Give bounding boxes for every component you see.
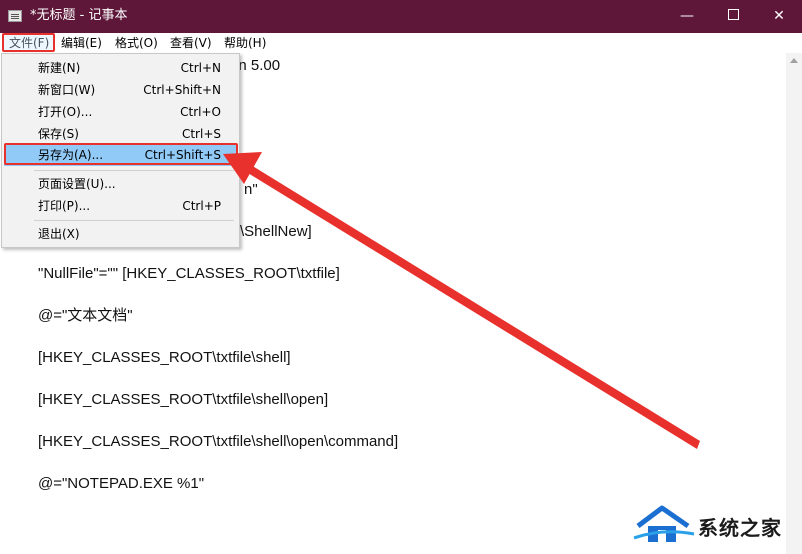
menu-item-label: 退出(X) xyxy=(38,227,80,241)
menu-item-label: 页面设置(U)... xyxy=(38,177,116,191)
save-as-highlight-box xyxy=(4,143,238,165)
editor-fragment: \ShellNew] xyxy=(240,223,312,240)
menu-item-label: 另存为(A)... xyxy=(38,148,104,162)
editor-fragment: on 5.00 xyxy=(230,57,281,74)
house-logo-icon xyxy=(633,505,695,542)
menu-item-shortcut: Ctrl+N xyxy=(180,61,221,75)
editor-line: [HKEY_CLASSES_ROOT\txtfile\shell] xyxy=(38,349,291,366)
editor-fragment: n" xyxy=(244,181,258,198)
editor-line: [HKEY_CLASSES_ROOT\txtfile\shell\open\co… xyxy=(38,433,399,450)
editor-line: @="文本文档" xyxy=(38,307,133,324)
menu-item-exit[interactable]: 退出(X) xyxy=(4,223,237,245)
window-title: *无标题 - 记事本 xyxy=(30,8,128,23)
maximize-icon xyxy=(727,9,739,20)
menu-item-label: 保存(S) xyxy=(38,127,79,141)
menu-edit[interactable]: 编辑(E) xyxy=(61,36,102,50)
menu-item-print[interactable]: 打印(P)... Ctrl+P xyxy=(4,195,237,217)
vertical-scrollbar[interactable] xyxy=(786,53,802,554)
menu-item-shortcut: Ctrl+P xyxy=(182,199,221,213)
maximize-button[interactable] xyxy=(710,0,756,33)
watermark-text: 系统之家 xyxy=(698,516,782,540)
menu-item-label: 新窗口(W) xyxy=(38,83,96,97)
title-bar: *无标题 - 记事本 — ✕ xyxy=(0,0,802,33)
file-dropdown-menu: 新建(N) Ctrl+N 新窗口(W) Ctrl+Shift+N 打开(O)..… xyxy=(1,53,240,248)
menu-view[interactable]: 查看(V) xyxy=(170,36,212,50)
menu-item-label: 打印(P)... xyxy=(38,199,91,213)
menu-item-page-setup[interactable]: 页面设置(U)... xyxy=(4,173,237,195)
editor-line: @="NOTEPAD.EXE %1" xyxy=(38,475,205,492)
notepad-app-icon xyxy=(8,10,22,22)
menu-item-new-window[interactable]: 新窗口(W) Ctrl+Shift+N xyxy=(4,79,237,101)
menu-item-save-as[interactable]: 另存为(A)... Ctrl+Shift+S xyxy=(4,144,237,166)
menu-bar: 文件(F) 编辑(E) 格式(O) 查看(V) 帮助(H) xyxy=(0,33,802,53)
menu-separator xyxy=(34,170,234,171)
menu-item-open[interactable]: 打开(O)... Ctrl+O xyxy=(4,101,237,123)
menu-format[interactable]: 格式(O) xyxy=(115,36,158,50)
menu-item-shortcut: Ctrl+O xyxy=(180,105,221,119)
menu-item-shortcut: Ctrl+Shift+N xyxy=(143,83,221,97)
menu-item-label: 新建(N) xyxy=(38,61,81,75)
site-watermark: 系统之家 xyxy=(632,500,802,554)
scroll-up-arrow-icon[interactable] xyxy=(790,58,798,63)
editor-line: "NullFile"="" [HKEY_CLASSES_ROOT\txtfile… xyxy=(38,265,340,282)
close-button[interactable]: ✕ xyxy=(773,8,785,24)
editor-line: [HKEY_CLASSES_ROOT\txtfile\shell\open] xyxy=(38,391,329,408)
menu-item-shortcut: Ctrl+S xyxy=(181,127,221,141)
minimize-button[interactable]: — xyxy=(680,8,694,24)
menu-file[interactable]: 文件(F) xyxy=(9,36,50,50)
menu-item-new[interactable]: 新建(N) Ctrl+N xyxy=(4,57,237,79)
menu-separator xyxy=(34,220,234,221)
menu-item-shortcut: Ctrl+Shift+S xyxy=(144,148,221,162)
file-menu-highlight-box xyxy=(2,33,55,52)
menu-item-label: 打开(O)... xyxy=(38,105,93,119)
menu-item-save[interactable]: 保存(S) Ctrl+S xyxy=(4,123,237,145)
menu-help[interactable]: 帮助(H) xyxy=(224,36,267,50)
